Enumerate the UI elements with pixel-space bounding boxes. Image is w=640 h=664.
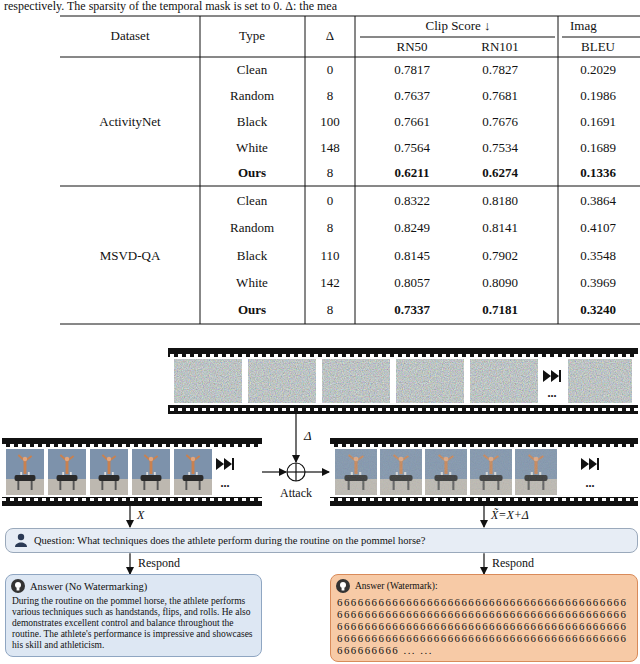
ellipsis: ... bbox=[548, 387, 557, 400]
table-cell: White bbox=[236, 141, 268, 155]
table-cell: Black bbox=[237, 249, 267, 263]
person-icon bbox=[14, 533, 28, 547]
table-cell: 0.7902 bbox=[482, 249, 518, 263]
table-cell: 0.8249 bbox=[394, 221, 430, 235]
ellipsis: ... bbox=[221, 477, 230, 490]
attack-label: Attack bbox=[280, 487, 312, 500]
table-cell: 0.4107 bbox=[580, 221, 616, 235]
table-cell: Black bbox=[237, 115, 267, 129]
answer-box: Answer (No Watermarking) During the routi… bbox=[5, 574, 262, 657]
noise-film-strip bbox=[168, 348, 638, 414]
answer-box: Answer (Watermark): 666666666666666666666… bbox=[330, 574, 638, 662]
table-cell: 0.8141 bbox=[482, 221, 518, 235]
table-cell: 0.7637 bbox=[394, 89, 430, 103]
respond-arrow bbox=[483, 553, 484, 574]
table-cell: 0.6274 bbox=[482, 166, 518, 180]
table-cell: 0.7564 bbox=[394, 141, 430, 155]
table-cell: 0.3969 bbox=[580, 276, 616, 290]
table-cell: 0.8180 bbox=[482, 194, 518, 208]
edge-label: Respond bbox=[136, 557, 182, 570]
table-cell: 0.7337 bbox=[394, 303, 430, 317]
table-cell: Random bbox=[230, 89, 274, 103]
table-cell: 0.3548 bbox=[580, 249, 616, 263]
table-cell: White bbox=[236, 276, 268, 290]
answer-body: 6666666666666666666666666666666666666666… bbox=[337, 596, 631, 656]
table-cell: 100 bbox=[320, 115, 340, 129]
attacked-film-strip bbox=[330, 438, 638, 506]
table-cell: 0.1691 bbox=[580, 115, 616, 129]
column-header: Type bbox=[239, 29, 265, 43]
attack-arrows bbox=[130, 414, 484, 527]
table-cell: 0.1986 bbox=[580, 89, 616, 103]
plus-operator bbox=[287, 463, 305, 481]
column-header: Clip Score ↓ bbox=[426, 19, 491, 33]
table-cell: 8 bbox=[327, 166, 334, 180]
table-cell: 0.7827 bbox=[482, 63, 518, 77]
dataset-name: MSVD-QA bbox=[100, 249, 161, 263]
table-cell: 0 bbox=[327, 63, 334, 77]
caption-fragment: respectively. The sparsity of the tempor… bbox=[4, 0, 337, 13]
bulb-icon bbox=[11, 579, 25, 593]
table-cell: 0.8090 bbox=[482, 276, 518, 290]
table-cell: 8 bbox=[327, 89, 334, 103]
table-cell: 0 bbox=[327, 194, 334, 208]
table-cell: 0.8145 bbox=[394, 249, 430, 263]
input-label: X bbox=[137, 509, 144, 522]
table-cell: 8 bbox=[327, 303, 334, 317]
table-cell: 0.3864 bbox=[580, 194, 616, 208]
table-cell: 142 bbox=[320, 276, 340, 290]
column-header: Δ bbox=[326, 29, 334, 43]
table-cell: 0.7817 bbox=[394, 63, 430, 77]
table-cell: Clean bbox=[237, 194, 267, 208]
edge-label: Respond bbox=[490, 557, 536, 570]
column-header: RN50 bbox=[396, 40, 427, 54]
table-cell: 0.3240 bbox=[580, 303, 616, 317]
table-cell: 8 bbox=[327, 221, 334, 235]
ellipsis: ... bbox=[586, 477, 595, 490]
table-cell: Random bbox=[230, 221, 274, 235]
table-cell: 0.7676 bbox=[482, 115, 518, 129]
table-cell: 0.7661 bbox=[394, 115, 430, 129]
table-cell: 0.6211 bbox=[394, 166, 429, 180]
question-box: Question: What techniques does the athle… bbox=[5, 528, 638, 553]
table-rules bbox=[60, 16, 640, 324]
question-text: Question: What techniques does the athle… bbox=[34, 534, 629, 547]
input-label: X̃=X+Δ bbox=[491, 509, 529, 522]
table-cell: 0.7681 bbox=[482, 89, 518, 103]
table-cell: 0.7534 bbox=[482, 141, 518, 155]
original-film-strip bbox=[2, 438, 262, 506]
table-cell: Ours bbox=[238, 303, 266, 317]
column-header: Imag bbox=[570, 19, 597, 33]
table-cell: 0.1336 bbox=[580, 166, 616, 180]
table-cell: Ours bbox=[238, 166, 266, 180]
table-cell: 0.2029 bbox=[580, 63, 616, 77]
dataset-name: ActivityNet bbox=[99, 115, 160, 129]
table-cell: 0.8057 bbox=[394, 276, 430, 290]
bulb-icon bbox=[336, 579, 350, 593]
table-cell: 0.8322 bbox=[394, 194, 430, 208]
column-header: Dataset bbox=[111, 29, 150, 43]
table-cell: Clean bbox=[237, 63, 267, 77]
column-header: BLEU bbox=[581, 40, 615, 54]
table-cell: 0.7181 bbox=[482, 303, 518, 317]
answer-heading: Answer (No Watermarking) bbox=[12, 579, 255, 594]
answer-heading: Answer (Watermark): bbox=[337, 579, 631, 594]
column-header: RN101 bbox=[481, 40, 519, 54]
table-cell: 148 bbox=[320, 141, 340, 155]
answer-body: During the routine on the pommel horse, … bbox=[12, 596, 255, 651]
delta-label: Δ bbox=[304, 429, 312, 443]
respond-arrow bbox=[129, 553, 130, 574]
table-cell: 0.1689 bbox=[580, 141, 616, 155]
table-cell: 110 bbox=[320, 249, 339, 263]
